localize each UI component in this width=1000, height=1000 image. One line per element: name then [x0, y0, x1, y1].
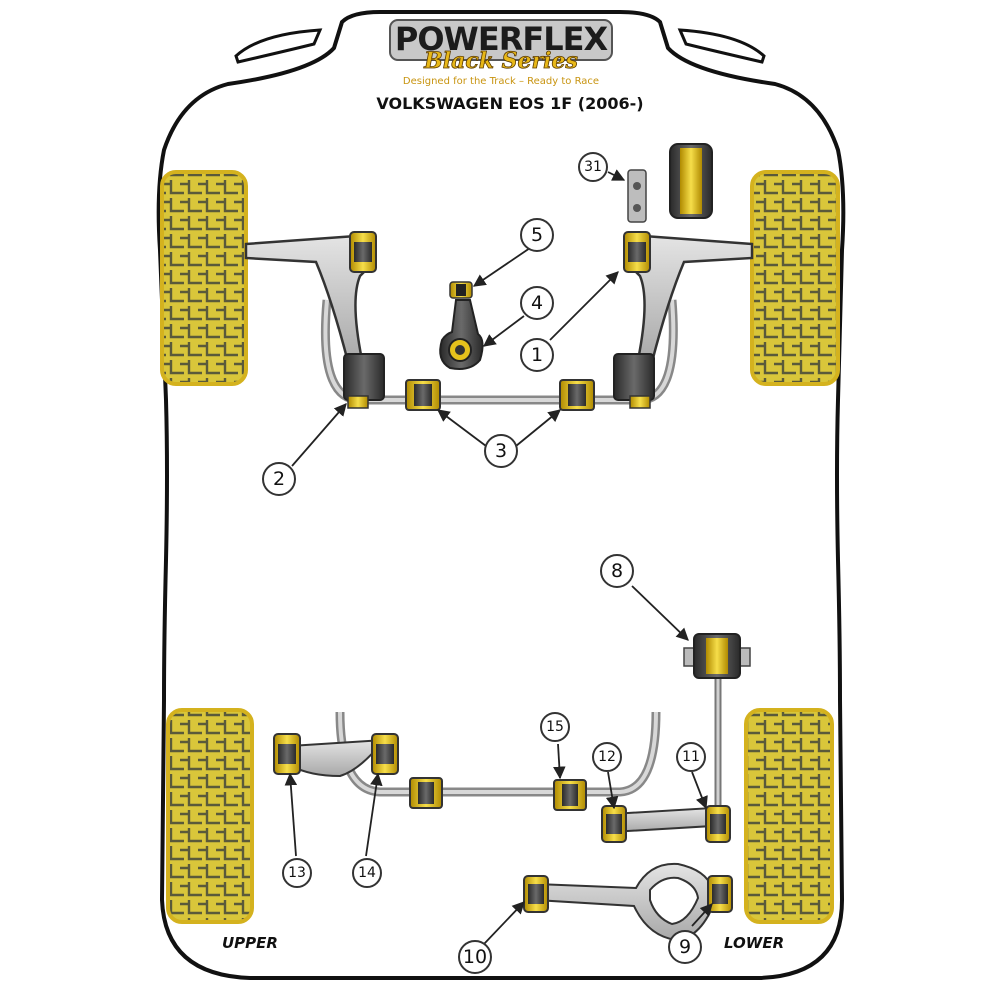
bush-12 [601, 805, 627, 843]
bush-8-drop-link [683, 633, 751, 679]
vehicle-title: VOLKSWAGEN EOS 1F (2006-) [376, 94, 644, 113]
callout-12: 12 [592, 742, 622, 772]
callout-5: 5 [520, 218, 554, 252]
callout-11: 11 [676, 742, 706, 772]
bush-11 [705, 805, 731, 843]
front-right-tyre [750, 170, 840, 386]
callout-10: 10 [458, 940, 492, 974]
brand-lettering: POWERFLEX Black Series Designed for the … [395, 20, 610, 87]
callout-14: 14 [352, 858, 382, 888]
right-mirror [677, 28, 766, 64]
callout-3: 3 [484, 434, 518, 468]
front-left-tyre [160, 170, 248, 386]
brand-name: POWERFLEX [395, 20, 609, 58]
bush-2-left [343, 353, 385, 409]
callout-1: 1 [520, 338, 554, 372]
part-5-small-bush [449, 281, 473, 299]
callout-31: 31 [578, 152, 608, 182]
bush-10 [523, 875, 549, 913]
callout-2: 2 [262, 462, 296, 496]
bush-14b-rear-arb-left [409, 777, 443, 809]
rear-upper-arm [288, 738, 387, 778]
callout-8: 8 [600, 554, 634, 588]
part-4-dogbone-mount [439, 299, 484, 370]
powerflex-logo [389, 19, 613, 61]
car-body-outline [156, 10, 846, 980]
callout-15: 15 [540, 712, 570, 742]
bush-1-front-right [623, 231, 651, 273]
bush-14 [371, 733, 399, 775]
bush-9 [707, 875, 733, 913]
rear-right-tyre [744, 708, 834, 924]
bush-2-right [613, 353, 655, 409]
callout-9: 9 [668, 930, 702, 964]
leader-arrows [284, 169, 713, 945]
callout-4: 4 [520, 286, 554, 320]
label-upper: UPPER [222, 934, 278, 952]
bush-1-front-left [349, 231, 377, 273]
left-mirror [234, 28, 323, 64]
label-lower: LOWER [724, 934, 785, 952]
part-31-mount [627, 143, 713, 223]
bush-3-left [405, 379, 441, 411]
rear-left-tyre [166, 708, 254, 924]
callout-13: 13 [282, 858, 312, 888]
bush-3-right [559, 379, 595, 411]
bush-15-rear-arb [553, 779, 587, 811]
brand-series: Black Series [423, 48, 578, 74]
brand-tagline: Designed for the Track – Ready to Race [403, 76, 599, 87]
bush-13 [273, 733, 301, 775]
